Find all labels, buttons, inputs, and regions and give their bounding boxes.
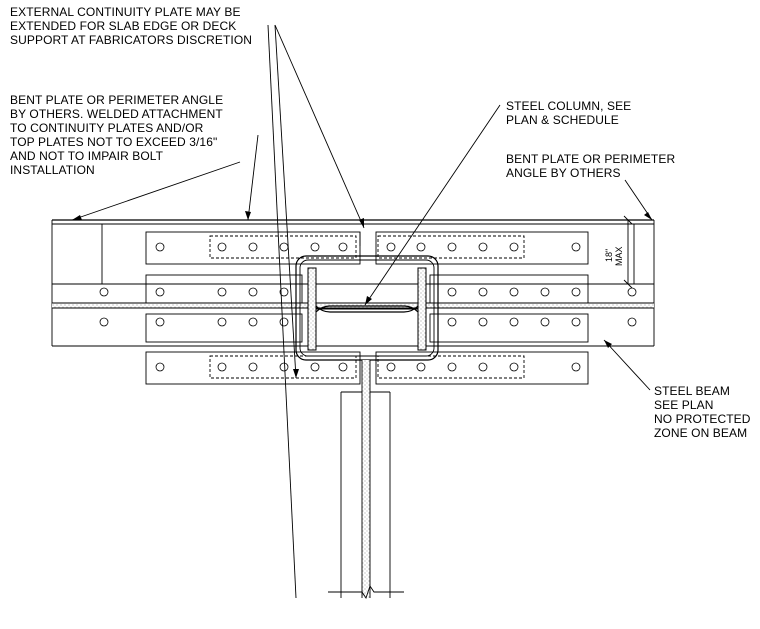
note-steel-column: STEEL COLUMN, SEE PLAN & SCHEDULE bbox=[506, 99, 632, 127]
dimension-value: 18" bbox=[604, 249, 614, 262]
lower-column bbox=[328, 360, 404, 600]
leader-lines bbox=[71, 24, 653, 599]
note-continuity-plate: EXTERNAL CONTINUITY PLATE MAY BE EXTENDE… bbox=[10, 5, 253, 47]
note-bent-plate-right: BENT PLATE OR PERIMETER ANGLE BY OTHERS bbox=[506, 152, 676, 180]
beam-flange-bands bbox=[52, 283, 654, 347]
bolt-holes bbox=[99, 242, 637, 372]
note-steel-beam: STEEL BEAM SEE PLAN NO PROTECTED ZONE ON… bbox=[654, 384, 751, 440]
note-bent-plate-left: BENT PLATE OR PERIMETER ANGLE BY OTHERS.… bbox=[10, 93, 224, 177]
beam-top-flange bbox=[51, 219, 655, 346]
continuity-plates bbox=[145, 231, 589, 385]
dimension-suffix: MAX bbox=[614, 246, 624, 266]
dimension-18-max: 18" MAX bbox=[604, 215, 633, 289]
